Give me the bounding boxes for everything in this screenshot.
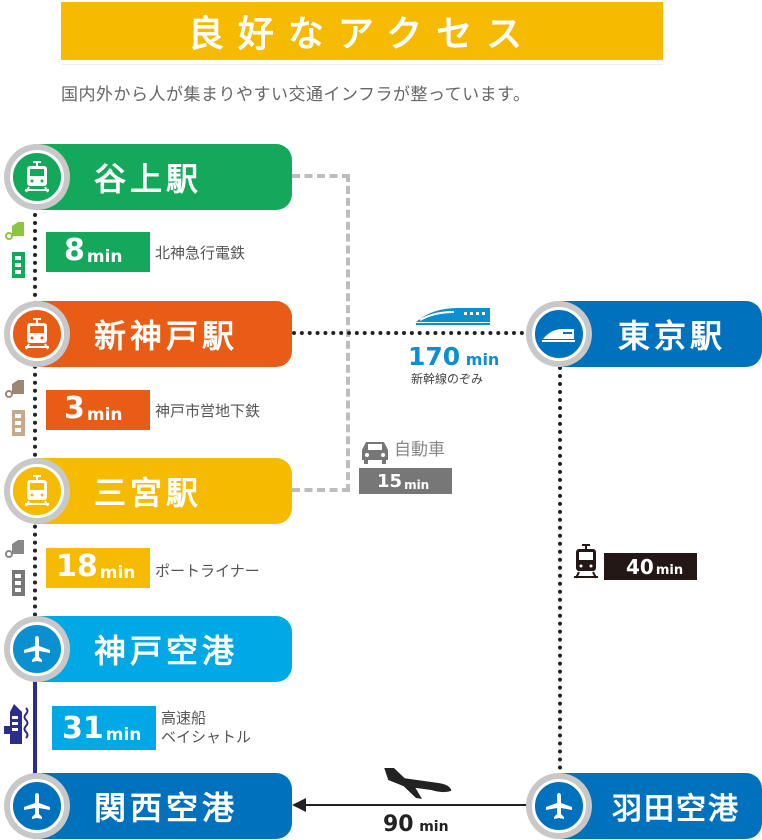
train-icon <box>25 475 49 507</box>
tokyo-haneda-line <box>558 366 562 778</box>
station-name: 神戸空港 <box>94 632 239 670</box>
station-name: 東京駅 <box>618 317 727 355</box>
page-title: 良好なアクセス <box>187 14 537 55</box>
station-badge-tokyo <box>526 301 592 367</box>
title-divider <box>61 64 663 65</box>
page-subtitle: 国内外から人が集まりやすい交通インフラが整っています。 <box>61 85 531 105</box>
station-name: 関西空港 <box>94 789 239 827</box>
flight-time: 90 min <box>383 812 449 837</box>
station-haneda[interactable]: 羽田空港 <box>560 773 762 839</box>
station-badge-kobe-airport <box>4 616 70 682</box>
car-icon <box>362 442 388 464</box>
station-name: 新神戸駅 <box>94 317 239 355</box>
train-icon <box>25 161 49 193</box>
station-kobe-airport[interactable]: 神戸空港 <box>34 616 292 682</box>
line-name: 北神急行電鉄 <box>155 244 246 262</box>
line-name: 自動車 <box>394 440 445 460</box>
shinkansen-time: 170 min <box>408 342 500 371</box>
line-name: ポートライナー <box>155 562 260 580</box>
line-name: 神戸市営地下鉄 <box>155 402 261 420</box>
station-badge-shinkobe <box>4 301 70 367</box>
shinkansen-icon <box>542 329 575 342</box>
shinkansen-icon <box>416 308 490 325</box>
station-badge-tanigami <box>4 144 70 210</box>
portliner-side-icon <box>5 540 25 596</box>
airplane-icon <box>546 793 572 819</box>
ferry-icon <box>4 704 29 744</box>
station-badge-kansai-airport <box>4 773 70 839</box>
arrow-head-icon <box>292 798 306 812</box>
airplane-icon <box>24 636 50 662</box>
station-kansai-airport[interactable]: 関西空港 <box>34 773 292 839</box>
title-banner: 良好なアクセス <box>61 2 663 60</box>
station-tokyo[interactable]: 東京駅 <box>560 301 762 367</box>
line-name: 高速船 <box>161 709 207 727</box>
station-name: 谷上駅 <box>94 160 203 198</box>
ferry-line <box>33 675 37 785</box>
station-name: 三宮駅 <box>94 474 203 512</box>
subway-side-icon <box>5 380 25 436</box>
station-badge-haneda <box>526 773 592 839</box>
line-name: 新幹線のぞみ <box>411 372 484 386</box>
train-side-icon <box>5 222 25 278</box>
station-shinkobe[interactable]: 新神戸駅 <box>34 301 292 367</box>
station-sannomiya[interactable]: 三宮駅 <box>34 458 292 524</box>
flight-line <box>300 804 530 806</box>
station-tanigami[interactable]: 谷上駅 <box>34 144 292 210</box>
station-badge-sannomiya <box>4 458 70 524</box>
airplane-takeoff-icon <box>384 768 452 799</box>
airplane-icon <box>24 793 50 819</box>
train-icon <box>25 318 49 350</box>
shinkansen-line <box>292 331 532 335</box>
train-icon <box>574 544 598 579</box>
station-name: 羽田空港 <box>612 792 740 827</box>
rail-line-left <box>33 205 37 625</box>
line-name-secondary: ベイシャトル <box>161 728 252 746</box>
